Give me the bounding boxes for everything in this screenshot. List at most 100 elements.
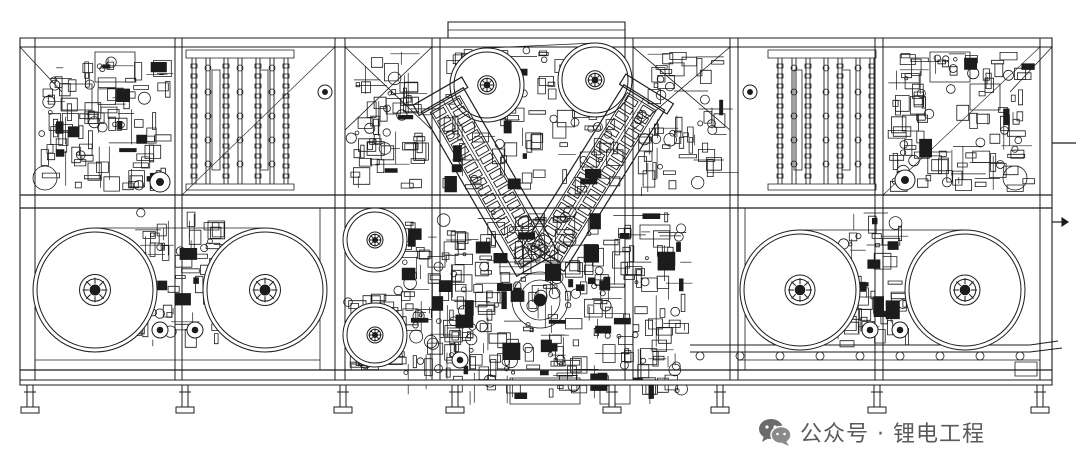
top-feed-mechanism-roller bbox=[588, 126, 594, 132]
winding-head-mechanism-part bbox=[573, 340, 578, 346]
winding-head-mechanism-roller bbox=[469, 348, 473, 352]
right-arm-cell bbox=[559, 235, 572, 246]
right-unwind-mechanism-roller bbox=[900, 150, 905, 155]
accumulator-link bbox=[837, 84, 843, 88]
accumulator-link bbox=[223, 104, 229, 108]
top-feed-mechanism-part bbox=[594, 139, 601, 155]
right-unwind-mechanism-part bbox=[913, 84, 924, 98]
center-lower-feed-reel-rim bbox=[347, 307, 403, 363]
winding-head-mechanism-part bbox=[643, 214, 660, 219]
right-unwind-mechanism-part bbox=[965, 56, 977, 63]
winding-head-mechanism-roller bbox=[605, 333, 610, 338]
left-unwind-mechanism-part bbox=[55, 77, 62, 88]
machine-feet bbox=[20, 380, 1052, 413]
right-unwind-mechanism-part bbox=[1017, 73, 1031, 80]
left-inner-unwind-reel-rim bbox=[207, 232, 323, 348]
right-tension-mechanism-part bbox=[652, 68, 665, 83]
accumulator-link bbox=[869, 124, 875, 128]
left-unwind-mechanism-part bbox=[56, 122, 63, 134]
right-tension-mechanism-part bbox=[698, 149, 714, 161]
winding-head-mechanism-part bbox=[570, 261, 580, 271]
left-arm-cell bbox=[465, 162, 478, 173]
center-upper-feed-reel-shaft bbox=[372, 237, 377, 242]
conveyor-end-block bbox=[1015, 362, 1037, 376]
winding-head-mechanism-part bbox=[406, 222, 414, 225]
left-unwind-mechanism-part bbox=[124, 97, 130, 108]
top-right-separator-reel-rim bbox=[562, 47, 628, 113]
winding-arms bbox=[413, 74, 673, 278]
winding-head-mechanism-part bbox=[470, 355, 482, 366]
accumulator-link bbox=[777, 164, 783, 168]
right-unwind-mechanism-part bbox=[970, 113, 978, 128]
winding-head-mechanism-roller bbox=[403, 260, 408, 265]
left-unwind-mechanism-part bbox=[123, 183, 133, 190]
accumulator-link bbox=[869, 144, 875, 148]
left-inner-unwind-reel-spoke bbox=[256, 281, 260, 285]
foot-screw bbox=[182, 385, 188, 407]
winding-head-mechanism-part bbox=[573, 357, 587, 373]
right-outer-unwind-reel-spoke bbox=[957, 282, 961, 286]
top-feed-mechanism-part bbox=[613, 142, 617, 154]
accumulator-link bbox=[223, 144, 229, 148]
guide-roller-shaft bbox=[748, 90, 753, 95]
winding-head-mechanism-part bbox=[470, 357, 475, 369]
left-unwind-mechanism-roller bbox=[48, 111, 52, 115]
right-outer-unwind-reel-shaft bbox=[960, 285, 970, 295]
left-unwind-mechanism-part bbox=[41, 150, 48, 166]
guide-roller-shaft bbox=[192, 327, 198, 333]
right-unwind-mechanism-part bbox=[1019, 90, 1023, 105]
top-feed-mechanism-part bbox=[522, 173, 532, 183]
left-unwind-mechanism-roller bbox=[43, 96, 55, 108]
left-inner-unwind-reel-hub bbox=[250, 275, 281, 306]
conveyor-roller bbox=[896, 352, 904, 360]
winding-head-mechanism-part bbox=[657, 327, 673, 335]
left-tension-mechanism-part bbox=[351, 172, 360, 177]
winding-head-mechanism-part bbox=[523, 327, 532, 331]
left-tension-mechanism-part bbox=[417, 136, 422, 153]
guide-roller-shaft bbox=[457, 357, 463, 363]
top-feed-mechanism-part bbox=[523, 154, 527, 159]
winding-head-mechanism-part bbox=[452, 285, 466, 301]
right-arm-cell bbox=[606, 126, 619, 137]
right-arm-cell bbox=[630, 120, 643, 131]
frame-brace bbox=[345, 47, 432, 130]
accumulator-link bbox=[777, 144, 783, 148]
left-unwind-mechanism-part bbox=[85, 62, 89, 78]
winding-head-mechanism-part bbox=[548, 315, 557, 319]
winding-head-mechanism-part bbox=[445, 345, 456, 360]
top-feed-mechanism-roller bbox=[541, 57, 547, 63]
accumulator-link bbox=[777, 104, 783, 108]
left-tension-mechanism-roller bbox=[383, 129, 390, 136]
accumulator-slide bbox=[794, 70, 802, 170]
right-splice-mechanism-roller bbox=[856, 234, 861, 239]
right-arm-cell bbox=[601, 134, 614, 145]
accumulator-link bbox=[255, 64, 261, 68]
winding-head-mechanism-roller bbox=[645, 257, 648, 260]
top-feed-mechanism-part bbox=[518, 183, 531, 189]
conveyor-roller bbox=[1016, 352, 1024, 360]
left-splice-mechanism-part bbox=[182, 269, 200, 273]
right-inner-unwind-reel-rim bbox=[744, 234, 856, 346]
left-unwind-mechanism-part bbox=[68, 127, 79, 137]
accumulator-roller bbox=[237, 89, 243, 95]
left-unwind-mechanism-roller bbox=[39, 131, 45, 137]
left-arm-cell bbox=[485, 161, 498, 172]
winding-head-mechanism-part bbox=[487, 310, 492, 320]
foot-pad bbox=[176, 407, 194, 413]
accumulator-link bbox=[805, 104, 811, 108]
accumulator-link bbox=[223, 124, 229, 128]
conveyor-roller bbox=[856, 352, 864, 360]
right-unwind-mechanism-part bbox=[975, 182, 986, 186]
right-unwind-mechanism-part bbox=[895, 96, 909, 112]
right-outer-unwind-reel-hub bbox=[950, 275, 980, 305]
accumulator-link bbox=[805, 94, 811, 98]
left-unwind-mechanism-roller bbox=[51, 77, 57, 83]
right-arm-housing bbox=[523, 85, 664, 272]
lower-feed-mechanism-part bbox=[371, 294, 385, 301]
right-unwind-mechanism-part bbox=[1004, 166, 1018, 175]
guide-roller-shaft bbox=[323, 90, 328, 95]
left-winding-arm bbox=[413, 77, 561, 278]
frame-brace bbox=[20, 47, 62, 92]
right-tension-mechanism-part bbox=[663, 54, 673, 64]
